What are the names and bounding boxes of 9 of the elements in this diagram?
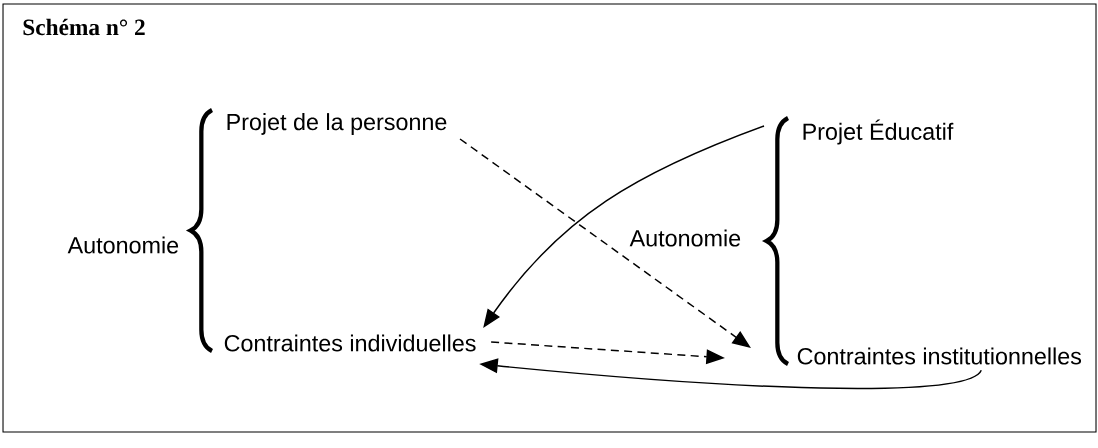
label: Autonomie [67,236,179,254]
arrow [459,138,751,348]
node-text: Projet de la personne [227,113,447,135]
node-text: Contraintes institutionnelles [797,347,1082,365]
title: Schéma n° 2 [23,18,145,36]
node-text: Contraintes individuelles [224,334,476,352]
label: Autonomie [629,229,741,247]
node-text: Projet Éducatif [803,119,954,145]
arrow [483,125,765,328]
